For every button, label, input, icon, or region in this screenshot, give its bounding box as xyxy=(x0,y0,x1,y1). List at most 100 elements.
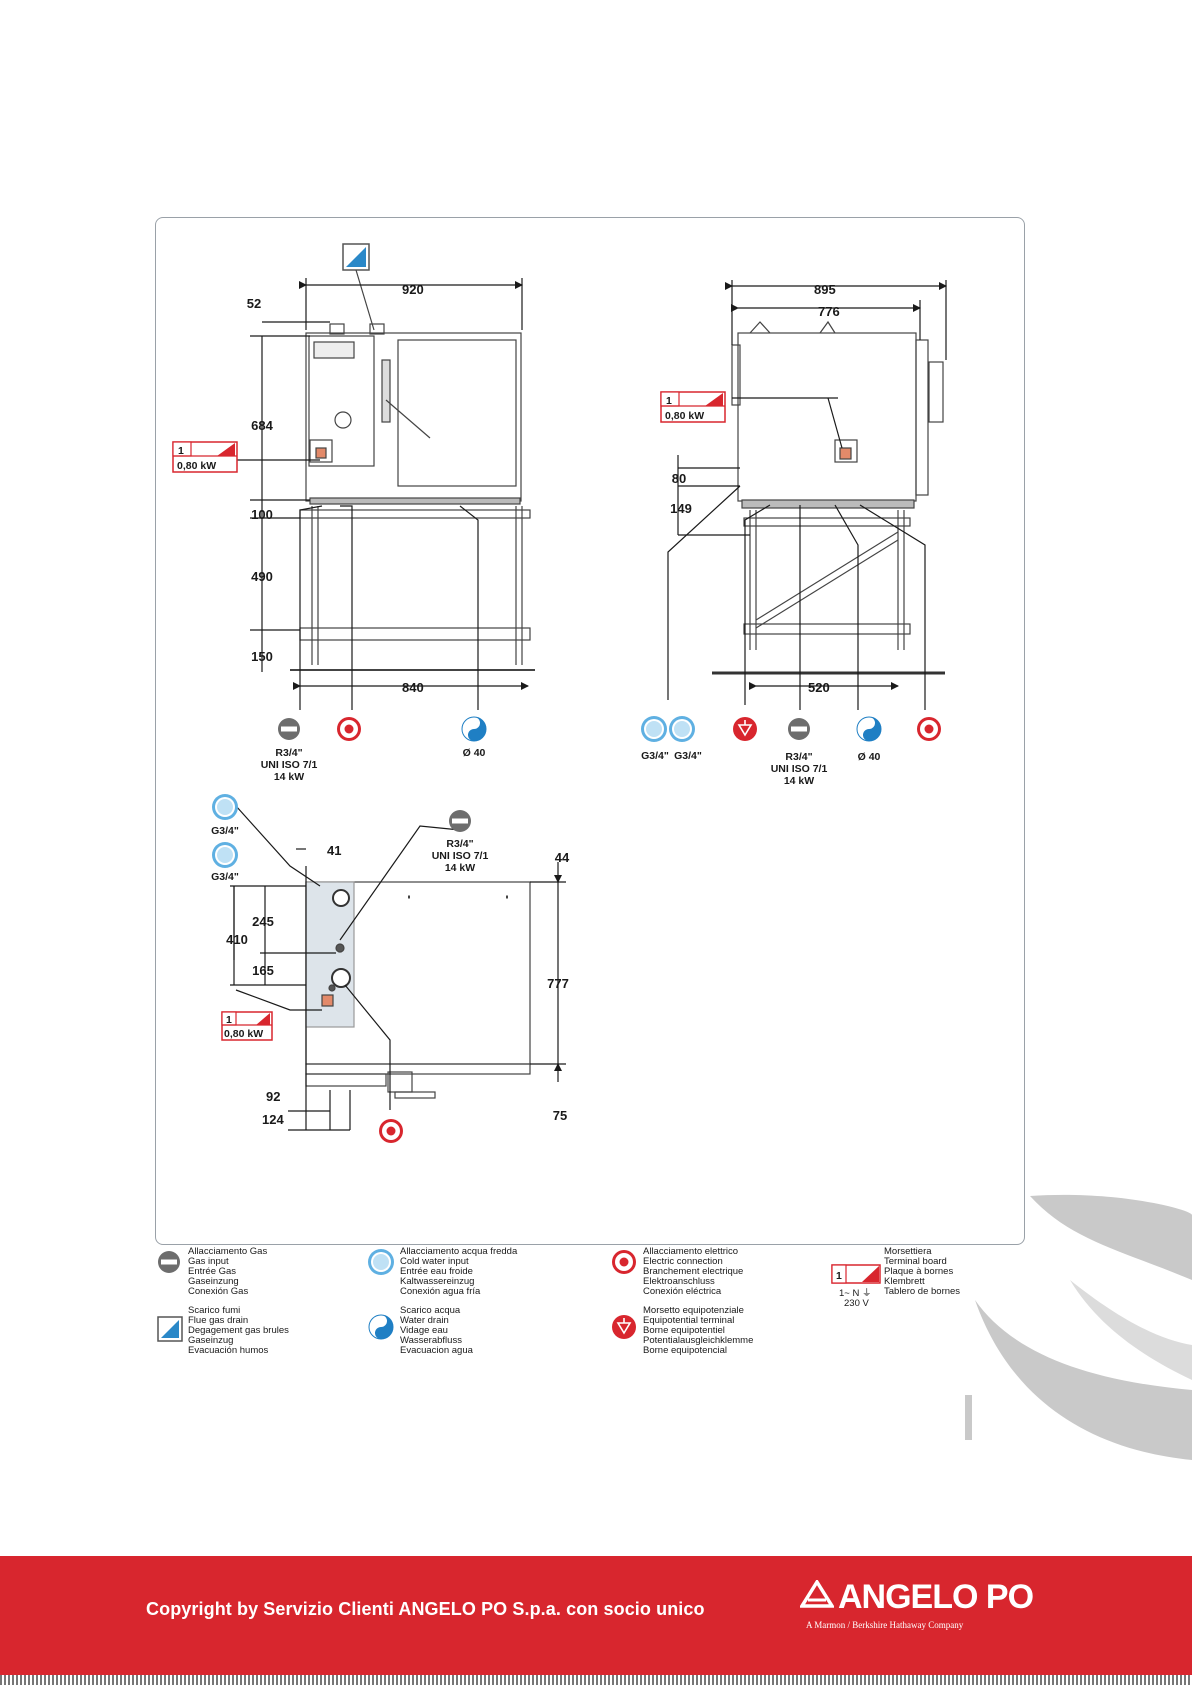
legend-cold-water-text: Allacciamento acqua fredda Cold water in… xyxy=(400,1246,518,1297)
svg-text:Borne equipotencial: Borne equipotencial xyxy=(643,1345,727,1356)
front-gas-label-3: 14 kW xyxy=(274,771,304,783)
top-terminal-board-badge: 1 0,80 kW xyxy=(221,1011,273,1041)
flue-gas-drain-icon xyxy=(342,243,370,271)
top-gas-label-2: UNI ISO 7/1 xyxy=(432,850,489,862)
legend-gas-text: Allacciamento Gas Gas input Entrée Gas G… xyxy=(188,1246,267,1297)
side-water-label-1: G3/4" xyxy=(641,750,669,762)
legend-cold-water-icon xyxy=(368,1249,394,1275)
legend-flue-text: Scarico fumi Flue gas drain Degagement g… xyxy=(188,1305,289,1356)
legend-electric-text: Allacciamento elettrico Electric connect… xyxy=(643,1246,743,1297)
svg-text:Gaseinzug: Gaseinzug xyxy=(188,1335,233,1346)
dim-895: 895 xyxy=(814,282,836,297)
svg-text:Plaque à bornes: Plaque à bornes xyxy=(884,1266,953,1277)
front-drain-label: Ø 40 xyxy=(463,747,486,759)
svg-text:Vidage eau: Vidage eau xyxy=(400,1325,448,1336)
svg-text:Evacuacion agua: Evacuacion agua xyxy=(400,1345,474,1356)
legend-gas-icon xyxy=(158,1251,180,1273)
svg-text:Allacciamento Gas: Allacciamento Gas xyxy=(188,1246,267,1257)
legend-water-drain-text: Scarico acqua Water drain Vidage eau Was… xyxy=(400,1305,474,1356)
svg-text:Allacciamento elettrico: Allacciamento elettrico xyxy=(643,1246,738,1257)
top-water-label-2: G3/4" xyxy=(211,871,239,883)
brand-triangle-icon xyxy=(800,1580,834,1608)
svg-text:Morsettiera: Morsettiera xyxy=(884,1246,932,1257)
top-gas-label-1: R3/4" xyxy=(446,838,473,850)
dim-840: 840 xyxy=(402,680,424,695)
legend: Allacciamento Gas Gas input Entrée Gas G… xyxy=(157,1246,960,1356)
side-gas-icon xyxy=(788,718,810,740)
legend-terminal-icon: 1 1~ N ⏚ 230 V xyxy=(831,1264,881,1309)
svg-text:Klembrett: Klembrett xyxy=(884,1276,925,1287)
side-drain-label: Ø 40 xyxy=(858,751,881,763)
drawing-frame xyxy=(155,217,1025,1245)
side-gas-label-1: R3/4" xyxy=(785,751,812,763)
top-gas-icon xyxy=(449,810,471,832)
dim-124: 124 xyxy=(262,1112,284,1127)
dim-149: 149 xyxy=(670,501,692,516)
copyright-text: Copyright by Servizio Clienti ANGELO PO … xyxy=(146,1599,705,1619)
legend-flue-icon xyxy=(157,1316,183,1342)
legend-water-drain-icon xyxy=(368,1314,394,1340)
top-terminal-power: 0,80 kW xyxy=(224,1028,263,1040)
legend-equipotential-icon xyxy=(611,1314,637,1340)
dim-44: 44 xyxy=(555,850,570,865)
front-electric-icon xyxy=(337,717,361,741)
side-view xyxy=(667,280,947,710)
svg-text:Gaseinzung: Gaseinzung xyxy=(188,1276,239,1287)
svg-text:Potentialausgleichklemme: Potentialausgleichklemme xyxy=(643,1335,753,1346)
dim-92: 92 xyxy=(266,1089,280,1104)
dim-684: 684 xyxy=(251,418,273,433)
front-drain-icon xyxy=(461,716,487,742)
svg-text:1~ N ⏚: 1~ N ⏚ xyxy=(839,1288,871,1299)
svg-text:230 V: 230 V xyxy=(844,1298,869,1309)
side-water-icon-1 xyxy=(641,716,667,742)
svg-text:Entrée Gas: Entrée Gas xyxy=(188,1266,236,1277)
side-electric-icon xyxy=(917,717,941,741)
top-water-icon-2 xyxy=(212,842,238,868)
front-terminal-board-badge: 1 0,80 kW xyxy=(172,441,238,473)
top-view xyxy=(230,805,566,1131)
svg-text:Flue gas drain: Flue gas drain xyxy=(188,1315,248,1326)
dim-41: 41 xyxy=(327,843,341,858)
svg-text:Equipotential terminal: Equipotential terminal xyxy=(643,1315,734,1326)
svg-text:Branchement electrique: Branchement electrique xyxy=(643,1266,743,1277)
svg-text:Degagement gas brules: Degagement gas brules xyxy=(188,1325,289,1336)
svg-text:Conexión agua fría: Conexión agua fría xyxy=(400,1286,481,1297)
dim-100: 100 xyxy=(251,507,273,522)
side-equipotential-icon xyxy=(732,716,758,742)
svg-text:Morsetto equipotenziale: Morsetto equipotenziale xyxy=(643,1305,744,1316)
front-view xyxy=(236,243,535,710)
front-gas-label-2: UNI ISO 7/1 xyxy=(261,759,318,771)
technical-drawing: 920 52 684 100 490 150 840 1 0,80 kW R3/… xyxy=(157,243,960,1356)
side-gas-label-3: 14 kW xyxy=(784,775,814,787)
dim-80: 80 xyxy=(672,471,686,486)
svg-text:Wasserabfluss: Wasserabfluss xyxy=(400,1335,462,1346)
svg-text:Terminal board: Terminal board xyxy=(884,1256,947,1267)
svg-text:Kaltwassereinzug: Kaltwassereinzug xyxy=(400,1276,474,1287)
brand-logo: ANGELO PO A Marmon / Berkshire Hathaway … xyxy=(800,1578,1080,1648)
top-water-icon-1 xyxy=(212,794,238,820)
svg-text:Conexión Gas: Conexión Gas xyxy=(188,1286,248,1297)
front-gas-icon xyxy=(278,718,300,740)
dim-165: 165 xyxy=(252,963,274,978)
svg-text:Electric connection: Electric connection xyxy=(643,1256,723,1267)
side-water-icon-2 xyxy=(669,716,695,742)
dim-410: 410 xyxy=(226,932,248,947)
bottom-strip xyxy=(0,1675,1192,1685)
dim-776: 776 xyxy=(818,304,840,319)
svg-text:Borne equipotentiel: Borne equipotentiel xyxy=(643,1325,725,1336)
dim-150: 150 xyxy=(251,649,273,664)
top-dimensions: 41 44 245 410 165 777 92 124 75 xyxy=(226,843,570,1127)
side-terminal-power: 0,80 kW xyxy=(665,410,704,422)
svg-text:Allacciamento acqua fredda: Allacciamento acqua fredda xyxy=(400,1246,518,1257)
front-terminal-number: 1 xyxy=(178,445,184,457)
top-terminal-number: 1 xyxy=(226,1014,232,1026)
svg-text:Evacuación humos: Evacuación humos xyxy=(188,1345,269,1356)
svg-text:Scarico fumi: Scarico fumi xyxy=(188,1305,240,1316)
side-water-label-2: G3/4" xyxy=(674,750,702,762)
front-dimensions: 920 52 684 100 490 150 840 xyxy=(247,282,424,695)
side-terminal-number: 1 xyxy=(666,395,672,407)
legend-electric-icon xyxy=(612,1250,636,1274)
svg-text:1: 1 xyxy=(836,1270,842,1282)
dim-75: 75 xyxy=(553,1108,567,1123)
side-terminal-board-badge: 1 0,80 kW xyxy=(660,391,726,423)
